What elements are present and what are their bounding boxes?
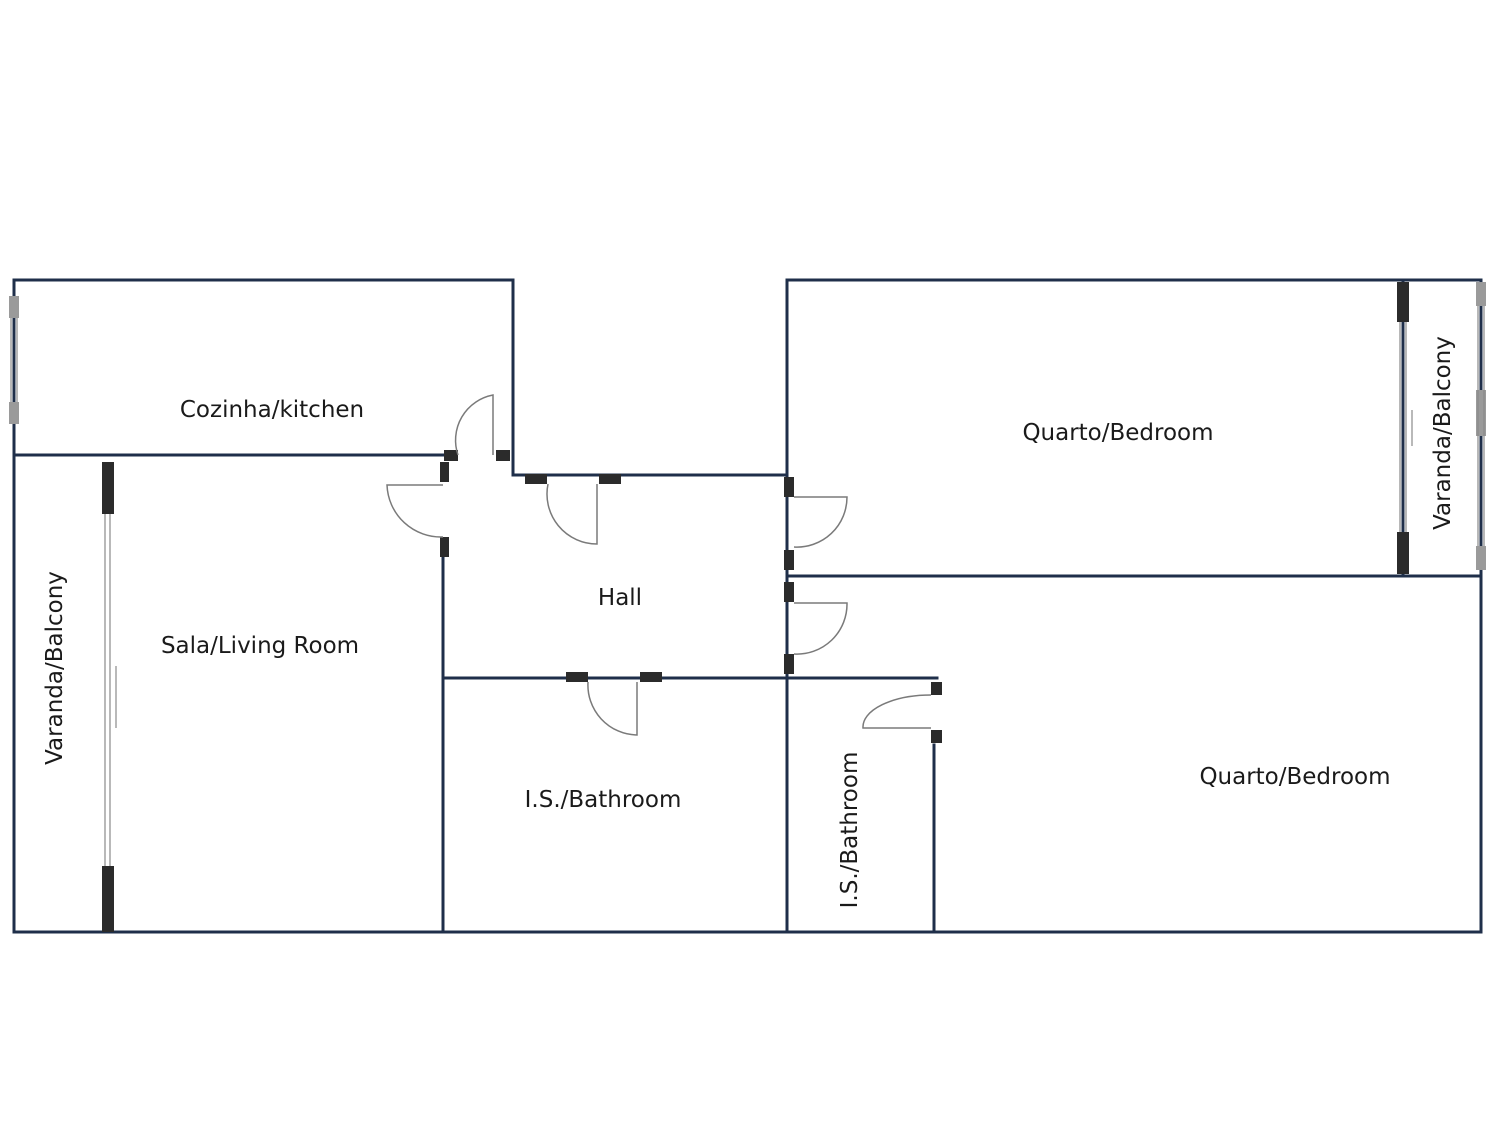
door-swings — [386, 394, 932, 736]
kitchen-walls — [12, 278, 515, 477]
room-labels: Cozinha/kitchen Sala/Living Room Varanda… — [42, 336, 1456, 908]
door-jambs — [102, 282, 1409, 932]
label-hall: Hall — [598, 585, 642, 611]
label-bathroom-2: I.S./Bathroom — [837, 752, 863, 909]
label-bedroom-2: Quarto/Bedroom — [1199, 764, 1390, 790]
bedroom-1-walls — [785, 278, 1483, 934]
label-living-room: Sala/Living Room — [161, 633, 359, 659]
living-room-walls — [12, 453, 445, 934]
label-bathroom-1: I.S./Bathroom — [525, 787, 682, 813]
label-bedroom-1: Quarto/Bedroom — [1022, 420, 1213, 446]
walls — [12, 278, 1483, 934]
label-balcony-left: Varanda/Balcony — [42, 571, 68, 765]
label-kitchen: Cozinha/kitchen — [180, 397, 364, 423]
label-balcony-right: Varanda/Balcony — [1430, 336, 1456, 530]
windows — [9, 282, 1486, 866]
